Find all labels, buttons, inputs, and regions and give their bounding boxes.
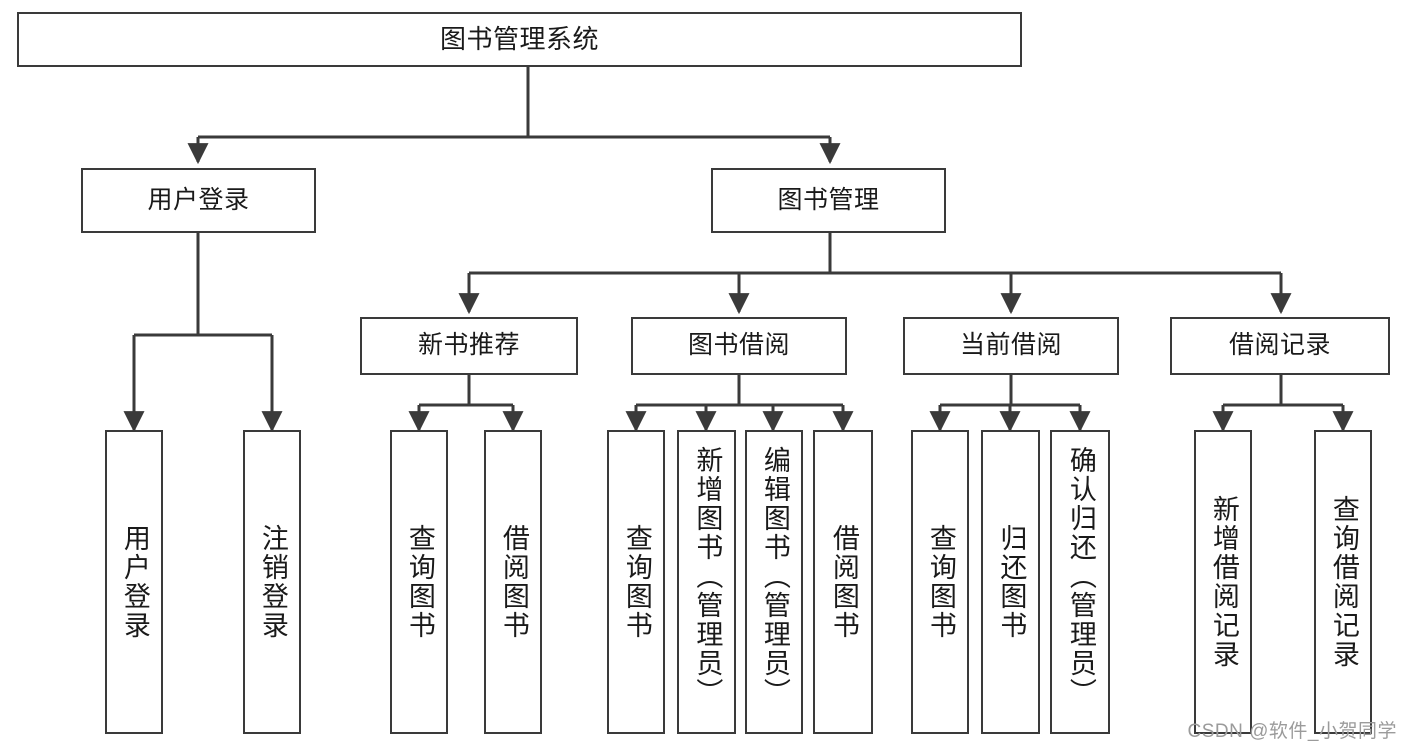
node-label: 查询图书 — [404, 524, 435, 640]
node-label: 图书借阅 — [687, 331, 790, 360]
node-label: 新增图书（管理员） — [692, 446, 723, 707]
node-label: 注销登录 — [257, 524, 288, 640]
node-label: 借阅记录 — [1228, 331, 1331, 360]
node-book-manage[interactable]: 图书管理 — [711, 168, 946, 233]
node-label: 查询图书 — [925, 524, 956, 640]
node-label: 借阅图书 — [828, 524, 859, 640]
node-leaf-add-book[interactable]: 新增图书（管理员） — [677, 430, 736, 734]
node-label: 编辑图书（管理员） — [759, 446, 790, 707]
node-leaf-return-book[interactable]: 归还图书 — [981, 430, 1040, 734]
node-label: 查询借阅记录 — [1328, 495, 1359, 669]
node-leaf-query-book-3[interactable]: 查询图书 — [911, 430, 969, 734]
node-label: 借阅图书 — [498, 524, 529, 640]
node-leaf-edit-book[interactable]: 编辑图书（管理员） — [745, 430, 803, 734]
node-book-borrow[interactable]: 图书借阅 — [631, 317, 847, 375]
node-new-book-recommend[interactable]: 新书推荐 — [360, 317, 578, 375]
node-label: 图书管理系统 — [439, 24, 599, 55]
node-label: 图书管理 — [777, 185, 880, 214]
node-label: 查询图书 — [621, 524, 652, 640]
node-leaf-query-record[interactable]: 查询借阅记录 — [1314, 430, 1372, 734]
node-leaf-query-book-1[interactable]: 查询图书 — [390, 430, 448, 734]
node-borrow-record[interactable]: 借阅记录 — [1170, 317, 1390, 375]
node-leaf-query-book-2[interactable]: 查询图书 — [607, 430, 665, 734]
node-leaf-user-login[interactable]: 用户登录 — [105, 430, 163, 734]
node-label: 用户登录 — [147, 185, 250, 214]
node-leaf-add-record[interactable]: 新增借阅记录 — [1194, 430, 1252, 734]
node-label: 归还图书 — [996, 524, 1027, 640]
node-label: 用户登录 — [119, 524, 150, 640]
node-leaf-borrow-book-1[interactable]: 借阅图书 — [484, 430, 542, 734]
node-label: 确认归还（管理员） — [1065, 446, 1096, 707]
node-leaf-borrow-book-2[interactable]: 借阅图书 — [813, 430, 873, 734]
node-label: 新增借阅记录 — [1208, 495, 1239, 669]
node-leaf-logout-login[interactable]: 注销登录 — [243, 430, 301, 734]
watermark: CSDN @软件_小贺同学 — [1187, 721, 1397, 742]
node-label: 新书推荐 — [417, 331, 520, 360]
node-current-borrow[interactable]: 当前借阅 — [903, 317, 1119, 375]
node-label: 当前借阅 — [959, 331, 1062, 360]
node-user-login[interactable]: 用户登录 — [81, 168, 316, 233]
node-root[interactable]: 图书管理系统 — [17, 12, 1022, 67]
node-leaf-confirm-return[interactable]: 确认归还（管理员） — [1050, 430, 1110, 734]
